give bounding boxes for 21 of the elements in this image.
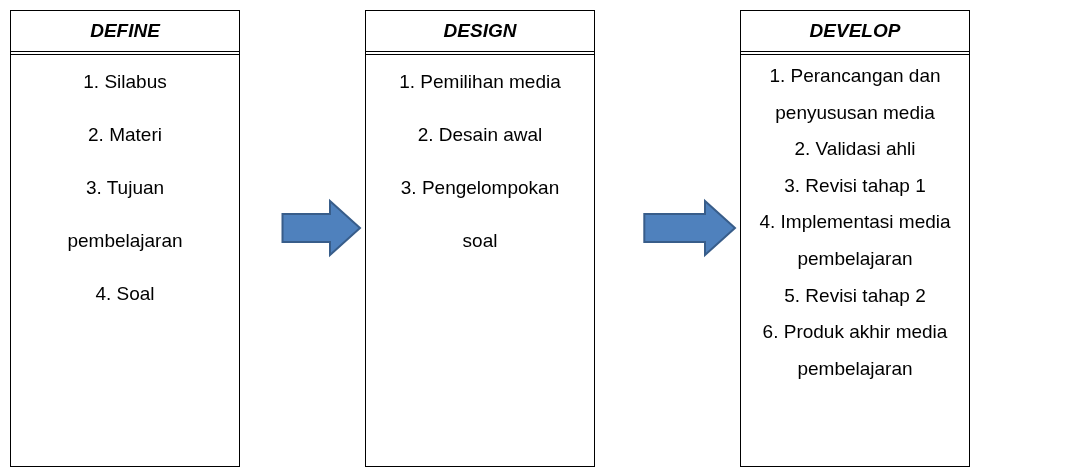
stage-item: 3. Pengelompokan soal <box>399 176 561 253</box>
stage-item: 2. Desain awal <box>416 123 544 147</box>
stage-item: 2. Validasi ahli <box>793 137 917 162</box>
stage-item: 3. Tujuan pembelajaran <box>66 176 184 253</box>
stage-item: 3. Revisi tahap 1 <box>783 173 927 198</box>
stage-item: 2. Materi <box>87 123 163 147</box>
stage-item: 6. Produk akhir media pembelajaran <box>761 320 949 381</box>
stage-item: 1. Perancangan dan penyususan media <box>768 64 942 125</box>
stage-item: 1. Pemilihan media <box>398 70 562 94</box>
stage-item: 4. Soal <box>94 282 156 306</box>
stage-box <box>10 10 240 467</box>
stage-item: 4. Implementasi media pembelajaran <box>758 210 952 271</box>
stage-heading: DEFINE <box>90 20 160 42</box>
stage-heading: DEVELOP <box>809 20 901 42</box>
block-arrow <box>281 198 362 258</box>
stage-item: 5. Revisi tahap 2 <box>783 283 927 308</box>
stage-item: 1. Silabus <box>82 70 168 94</box>
stage-heading: DESIGN <box>443 20 517 42</box>
stage-box <box>365 10 595 467</box>
block-arrow <box>643 198 737 258</box>
stage-box <box>740 10 970 467</box>
